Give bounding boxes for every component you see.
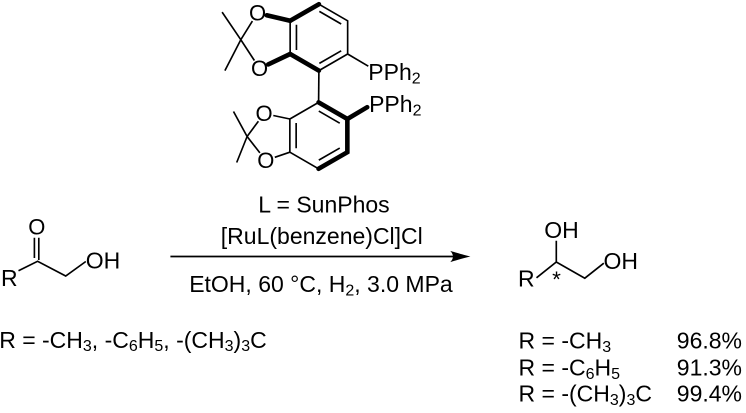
svg-text:R: R [518, 265, 535, 291]
svg-text:O: O [249, 1, 266, 26]
svg-text:R = -CH3, -C6H5, -(CH3)3C: R = -CH3, -C6H5, -(CH3)3C [0, 327, 267, 355]
svg-text:*: * [552, 267, 561, 292]
svg-text:R = -C6H5: R = -C6H5 [519, 355, 621, 383]
svg-text:91.3%: 91.3% [677, 355, 742, 381]
svg-text:O: O [28, 215, 45, 240]
svg-text:R = -CH3: R = -CH3 [519, 328, 612, 356]
svg-text:O: O [251, 56, 268, 81]
svg-text:O: O [257, 148, 274, 173]
svg-text:99.4%: 99.4% [677, 381, 742, 407]
svg-text:[RuL(benzene)Cl]Cl: [RuL(benzene)Cl]Cl [221, 223, 423, 249]
svg-text:L = SunPhos: L = SunPhos [258, 191, 390, 217]
svg-text:O: O [255, 101, 272, 126]
svg-text:OH: OH [544, 217, 579, 243]
svg-text:OH: OH [604, 248, 639, 274]
svg-text:96.8%: 96.8% [677, 328, 742, 354]
svg-text:EtOH, 60 °C, H2, 3.0 MPa: EtOH, 60 °C, H2, 3.0 MPa [189, 271, 453, 299]
svg-text:R: R [1, 265, 18, 291]
svg-text:OH: OH [86, 248, 121, 274]
